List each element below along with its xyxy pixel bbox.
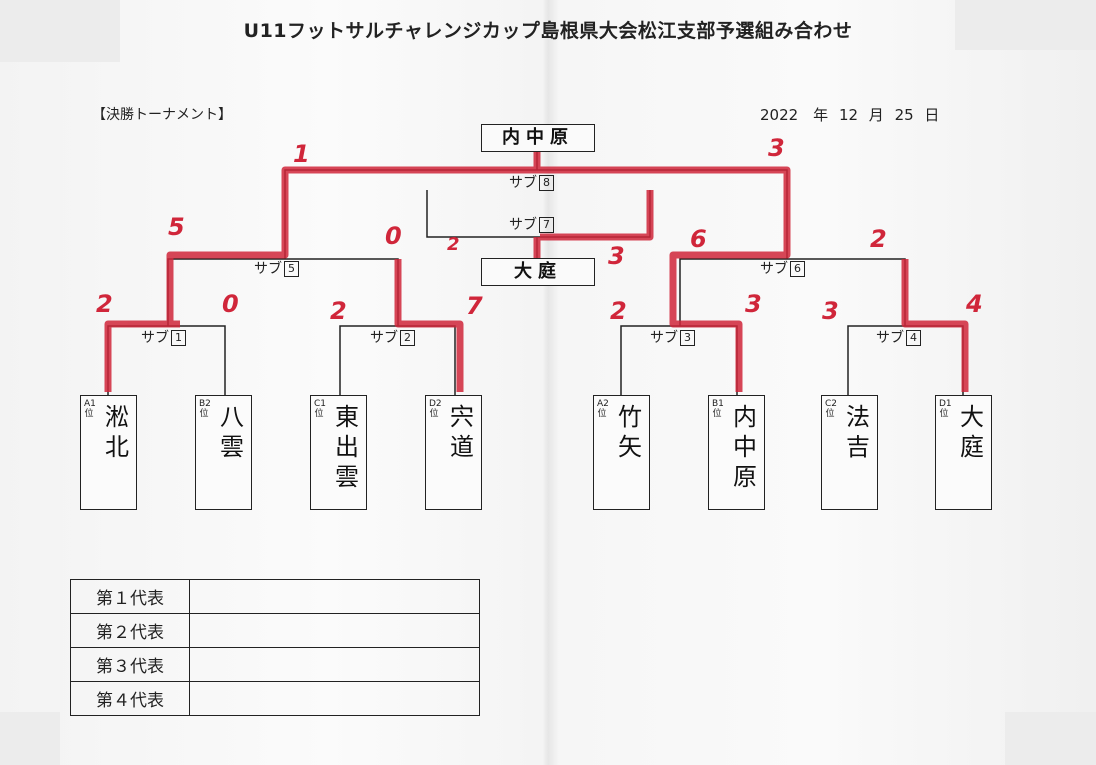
match-prefix: サブ bbox=[876, 330, 904, 346]
score-m5-right: 0 bbox=[385, 222, 402, 250]
rep-label: 第３代表 bbox=[70, 647, 190, 682]
match-number: 7 bbox=[539, 217, 554, 233]
team-box: C2位 法吉 bbox=[821, 395, 878, 510]
match-prefix: サブ bbox=[370, 330, 398, 346]
tournament-date: 2022 年 12 月 25 日 bbox=[760, 106, 940, 124]
score-m4-left: 3 bbox=[822, 297, 839, 325]
match-prefix: サブ bbox=[650, 330, 678, 346]
score-m7-left: 2 bbox=[447, 234, 460, 255]
team-box: B1位 内中原 bbox=[708, 395, 765, 510]
team-name: 東出雲 bbox=[330, 404, 359, 494]
team-name: 大庭 bbox=[955, 404, 984, 464]
team-rank: C1位 bbox=[314, 399, 327, 419]
score-m6-left: 6 bbox=[690, 225, 707, 253]
team-box: C1位 東出雲 bbox=[310, 395, 367, 510]
table-row: 第３代表 bbox=[70, 647, 480, 682]
team-rank: C2位 bbox=[825, 399, 838, 419]
section-subtitle: 【決勝トーナメント】 bbox=[92, 107, 232, 123]
bracket-red-path bbox=[104, 148, 969, 392]
match-number: 3 bbox=[680, 330, 695, 346]
table-row: 第２代表 bbox=[70, 613, 480, 648]
rep-label: 第２代表 bbox=[70, 613, 190, 648]
tape-top-left bbox=[0, 0, 120, 62]
match-number: 4 bbox=[906, 330, 921, 346]
score-m6-right: 2 bbox=[870, 225, 887, 253]
team-name: 淞北 bbox=[100, 404, 129, 464]
rep-label: 第４代表 bbox=[70, 681, 190, 716]
score-m5-left: 5 bbox=[168, 213, 185, 241]
champion-box: 内中原 bbox=[481, 124, 595, 152]
team-name: 宍道 bbox=[445, 404, 474, 464]
team-rank: A2位 bbox=[597, 399, 609, 419]
team-box: A1位 淞北 bbox=[80, 395, 137, 510]
score-m8-left: 1 bbox=[293, 140, 310, 168]
team-box: A2位 竹矢 bbox=[593, 395, 650, 510]
rep-value bbox=[189, 647, 480, 682]
score-m3-left: 2 bbox=[610, 297, 627, 325]
match-number: 5 bbox=[284, 261, 299, 277]
match-prefix: サブ bbox=[141, 330, 169, 346]
tape-top-right bbox=[955, 0, 1096, 50]
tape-bottom-left bbox=[0, 712, 60, 765]
score-m8-right: 3 bbox=[768, 134, 785, 162]
representatives-table: 第１代表 第２代表 第３代表 第４代表 bbox=[70, 579, 480, 716]
rep-value bbox=[189, 681, 480, 716]
table-row: 第１代表 bbox=[70, 579, 480, 614]
score-m3-right: 3 bbox=[745, 290, 762, 318]
third-place-box: 大庭 bbox=[481, 258, 595, 286]
rep-value bbox=[189, 613, 480, 648]
match-prefix: サブ bbox=[254, 261, 282, 277]
score-m1-left: 2 bbox=[96, 290, 113, 318]
match-number: 6 bbox=[790, 261, 805, 277]
team-name: 竹矢 bbox=[613, 404, 642, 464]
score-m7-right: 3 bbox=[608, 242, 625, 270]
team-rank: D1位 bbox=[939, 399, 952, 419]
team-rank: B1位 bbox=[712, 399, 724, 419]
score-m2-left: 2 bbox=[330, 297, 347, 325]
match-prefix: サブ bbox=[760, 261, 788, 277]
match-number: 1 bbox=[171, 330, 186, 346]
team-box: D2位 宍道 bbox=[425, 395, 482, 510]
rep-label: 第１代表 bbox=[70, 579, 190, 614]
rep-value bbox=[189, 579, 480, 614]
match-prefix: サブ bbox=[509, 175, 537, 191]
team-box: D1位 大庭 bbox=[935, 395, 992, 510]
score-m1-right: 0 bbox=[222, 290, 239, 318]
tape-bottom-right bbox=[1005, 712, 1096, 765]
match-prefix: サブ bbox=[509, 217, 537, 233]
match-number: 8 bbox=[539, 175, 554, 191]
team-rank: B2位 bbox=[199, 399, 211, 419]
match-number: 2 bbox=[400, 330, 415, 346]
team-box: B2位 八雲 bbox=[195, 395, 252, 510]
score-m2-right: 7 bbox=[466, 292, 483, 320]
table-row: 第４代表 bbox=[70, 681, 480, 716]
team-name: 内中原 bbox=[728, 404, 757, 494]
page-title: U11フットサルチャレンジカップ島根県大会松江支部予選組み合わせ bbox=[243, 20, 853, 42]
score-m4-right: 4 bbox=[966, 290, 983, 318]
team-rank: A1位 bbox=[84, 399, 96, 419]
team-name: 法吉 bbox=[841, 404, 870, 464]
team-rank: D2位 bbox=[429, 399, 442, 419]
team-name: 八雲 bbox=[215, 404, 244, 464]
